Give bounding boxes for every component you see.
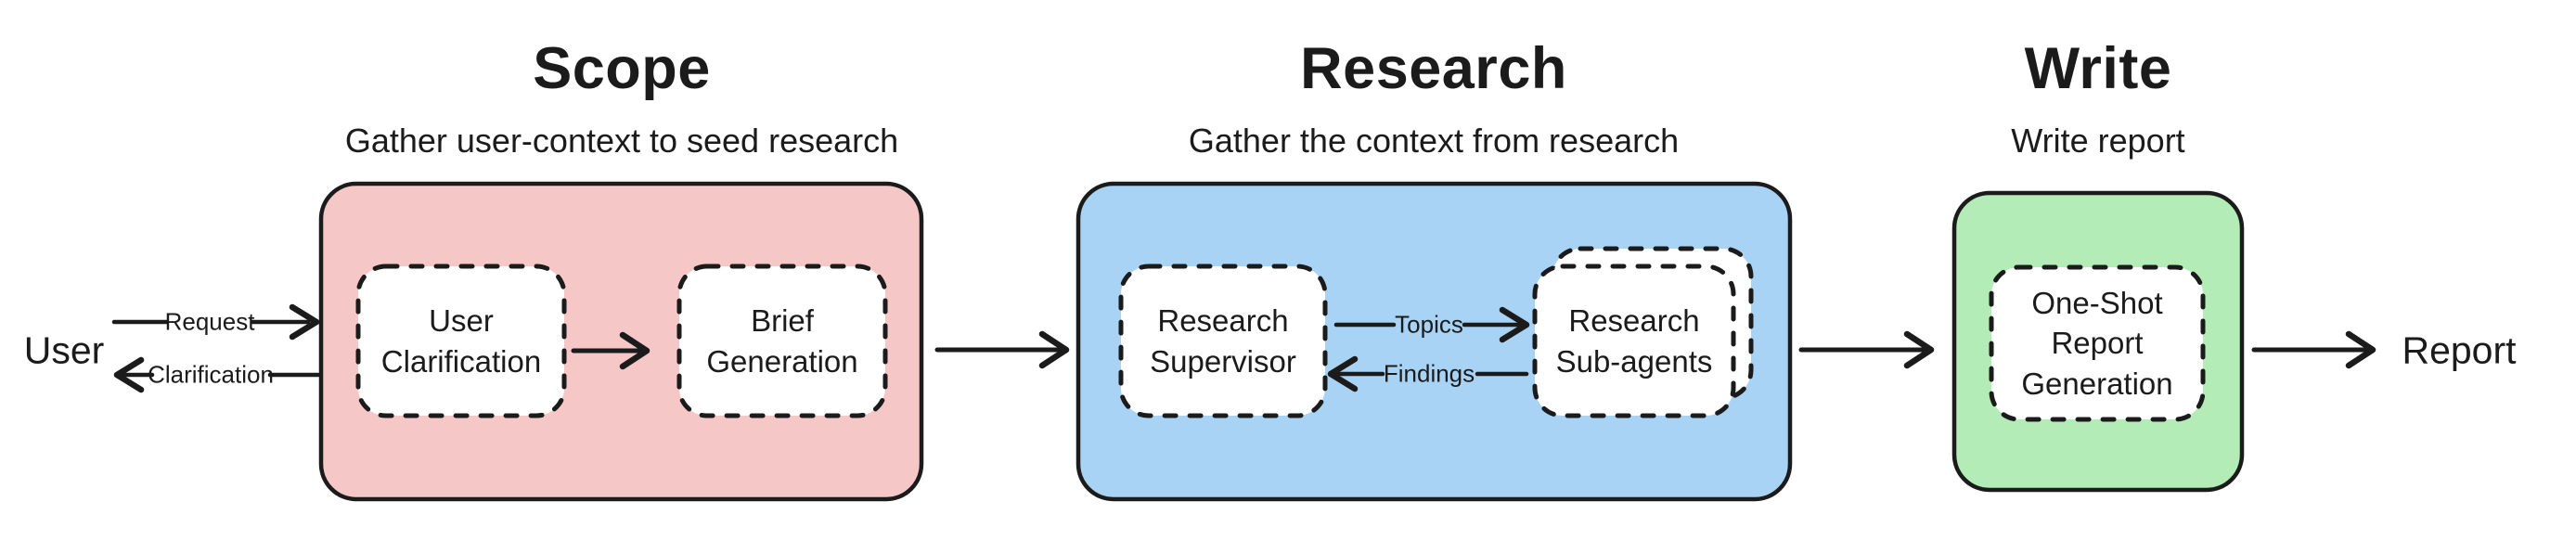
brief-generation-label: Brief Generation bbox=[706, 302, 858, 379]
scope-title: Scope bbox=[533, 36, 711, 101]
user-clarification-box bbox=[355, 264, 567, 418]
user-endpoint-label: User bbox=[23, 328, 105, 372]
research-sub-agents-label: Research Sub-agents bbox=[1555, 302, 1713, 379]
scope-subtitle: Gather user-context to seed research bbox=[344, 122, 899, 160]
write-subtitle: Write report bbox=[2011, 122, 2185, 160]
report-endpoint-label: Report bbox=[2402, 328, 2517, 372]
write-title: Write bbox=[2024, 36, 2172, 101]
scope-container-box bbox=[318, 181, 924, 502]
arrow-clarification-to-brief bbox=[571, 331, 650, 370]
research-sub-agents-box bbox=[1532, 264, 1736, 418]
findings-edge-label: Findings bbox=[1383, 359, 1475, 388]
brief-generation-box bbox=[676, 264, 888, 418]
arrow-write-to-report bbox=[2251, 330, 2376, 369]
one-shot-report-generation-label: One-Shot Report Generation bbox=[2021, 285, 2173, 401]
research-supervisor-box bbox=[1118, 264, 1328, 418]
arrow-scope-to-research bbox=[934, 330, 1070, 369]
one-shot-report-generation-box bbox=[1989, 264, 2206, 422]
arrow-research-to-write bbox=[1798, 330, 1935, 369]
user-clarification-label: User Clarification bbox=[380, 302, 542, 379]
arrow-findings bbox=[1327, 355, 1529, 392]
research-subtitle: Gather the context from research bbox=[1188, 122, 1680, 160]
research-title: Research bbox=[1300, 36, 1567, 101]
arrow-topics bbox=[1333, 306, 1530, 343]
topics-edge-label: Topics bbox=[1395, 310, 1463, 339]
clarification-edge-label: Clarification bbox=[148, 360, 274, 389]
arrow-user-clarification bbox=[113, 356, 321, 393]
arrow-user-request bbox=[111, 303, 320, 341]
request-edge-label: Request bbox=[164, 307, 255, 336]
research-supervisor-label: Research Supervisor bbox=[1150, 302, 1296, 379]
